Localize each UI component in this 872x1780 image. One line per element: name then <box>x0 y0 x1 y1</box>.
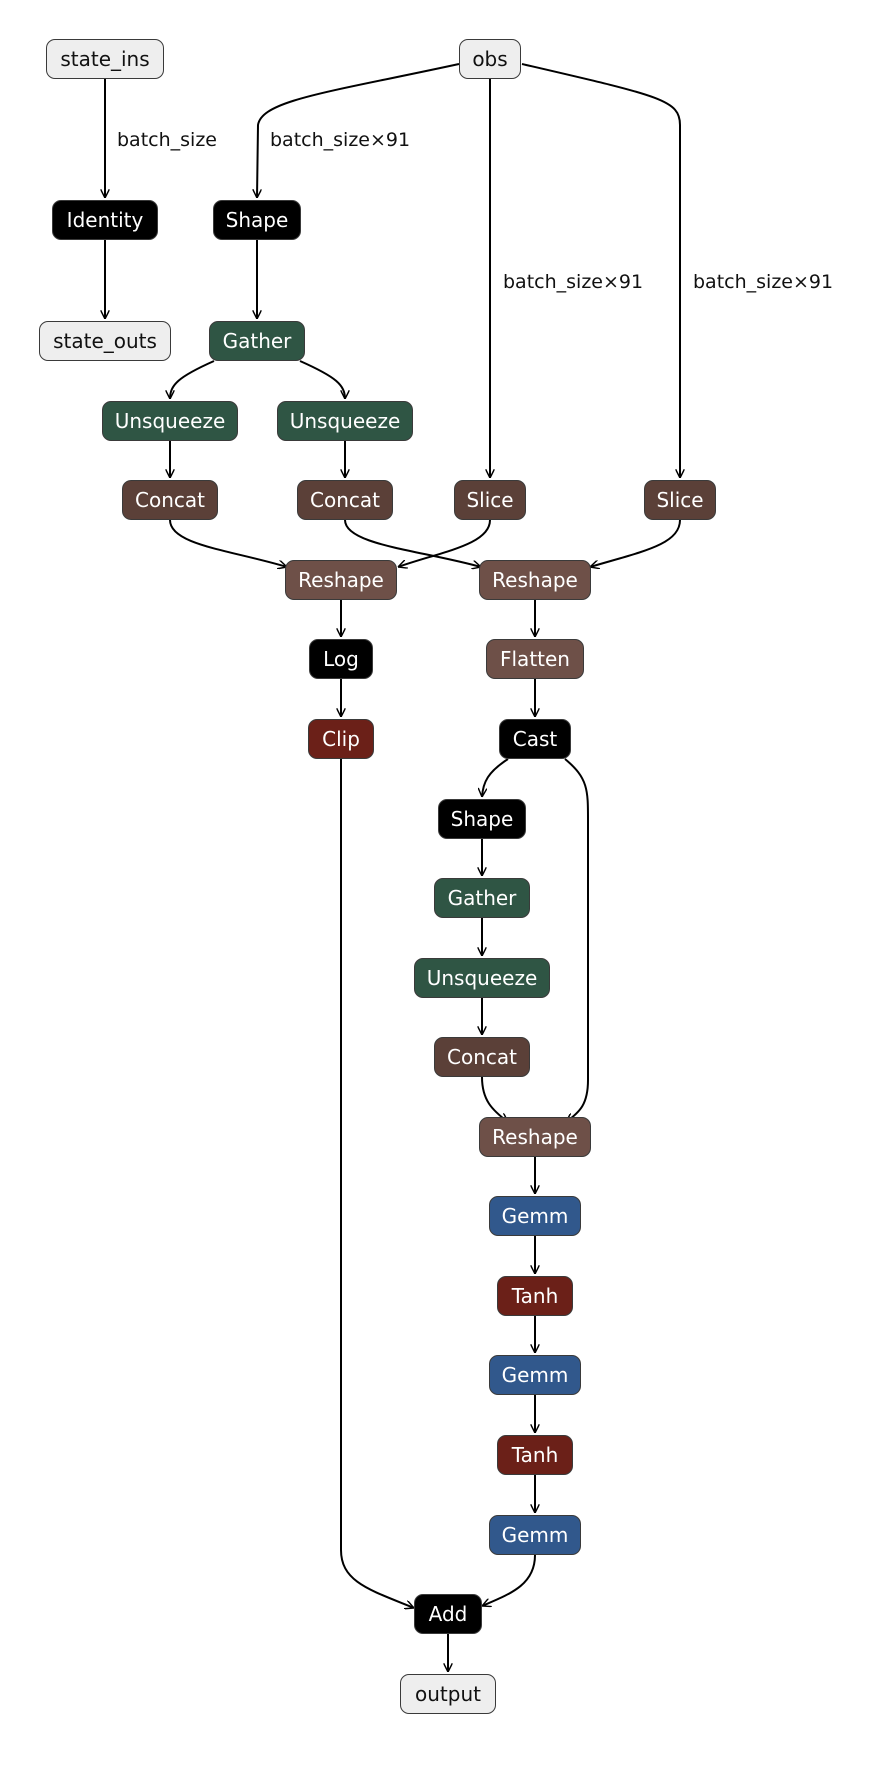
edge-cast-to-shape2 <box>482 758 509 797</box>
edge-slice2-to-reshape2 <box>590 519 681 567</box>
node-label: Identity <box>66 208 144 232</box>
node-label: Gemm <box>501 1363 569 1387</box>
node-state_ins: state_ins <box>46 39 164 79</box>
node-concat2: Concat <box>297 480 393 520</box>
node-label: Tanh <box>511 1443 559 1467</box>
node-unsq2: Unsqueeze <box>277 401 413 441</box>
node-tanh1: Tanh <box>497 1276 573 1316</box>
node-label: Log <box>323 647 359 671</box>
node-concat1: Concat <box>122 480 218 520</box>
node-shape1: Shape <box>213 200 301 240</box>
node-gather2: Gather <box>434 878 530 918</box>
node-label: Clip <box>322 727 360 751</box>
node-label: Unsqueeze <box>426 966 538 990</box>
node-label: Cast <box>512 727 558 751</box>
edge-label-state_ins-to-identity: batch_size <box>117 129 217 151</box>
node-label: Flatten <box>500 647 570 671</box>
node-gemm3: Gemm <box>489 1515 581 1555</box>
node-label: Concat <box>135 488 205 512</box>
node-tanh2: Tanh <box>497 1435 573 1475</box>
node-add: Add <box>414 1594 482 1634</box>
node-label: state_ins <box>60 47 150 71</box>
node-label: Unsqueeze <box>289 409 401 433</box>
node-concat3: Concat <box>434 1037 530 1077</box>
node-obs: obs <box>459 39 521 79</box>
edge-slice1-to-reshape1 <box>398 519 491 567</box>
node-gemm2: Gemm <box>489 1355 581 1395</box>
node-slice1: Slice <box>454 480 526 520</box>
node-label: Slice <box>466 488 514 512</box>
node-label: Slice <box>656 488 704 512</box>
edge-label-obs-to-slice1: batch_size×91 <box>503 271 644 293</box>
edge-concat2-to-reshape2 <box>344 519 481 567</box>
edge-gather1-to-unsq1 <box>170 360 215 400</box>
edge-concat1-to-reshape1 <box>169 519 287 567</box>
node-flatten: Flatten <box>486 639 584 679</box>
node-label: output <box>415 1682 481 1706</box>
node-reshape1: Reshape <box>285 560 397 600</box>
edge-cast-to-reshape3 <box>564 758 589 1122</box>
edge-label-obs-to-slice2: batch_size×91 <box>693 271 834 293</box>
node-label: Add <box>428 1602 468 1626</box>
node-label: Concat <box>447 1045 517 1069</box>
node-label: state_outs <box>53 329 157 353</box>
node-label: Reshape <box>298 568 384 592</box>
node-label: Reshape <box>492 568 578 592</box>
node-label: Shape <box>225 208 289 232</box>
node-label: Reshape <box>492 1125 578 1149</box>
node-label: obs <box>472 47 508 71</box>
edge-obs-to-slice2 <box>521 63 680 478</box>
node-label: Concat <box>310 488 380 512</box>
node-label: Gather <box>222 329 292 353</box>
node-gemm1: Gemm <box>489 1196 581 1236</box>
node-identity: Identity <box>52 200 158 240</box>
node-unsq3: Unsqueeze <box>414 958 550 998</box>
node-unsq1: Unsqueeze <box>102 401 238 441</box>
node-slice2: Slice <box>644 480 716 520</box>
node-cast: Cast <box>499 719 571 759</box>
node-log: Log <box>309 639 373 679</box>
edge-obs-to-shape1 <box>257 63 460 198</box>
edge-gemm3-to-add <box>482 1554 536 1606</box>
node-gather1: Gather <box>209 321 305 361</box>
edge-clip-to-add <box>340 759 414 1608</box>
node-label: Shape <box>450 807 514 831</box>
node-reshape3: Reshape <box>479 1117 591 1157</box>
edge-label-obs-to-shape1: batch_size×91 <box>270 129 411 151</box>
node-state_outs: state_outs <box>39 321 171 361</box>
node-label: Gemm <box>501 1523 569 1547</box>
node-output: output <box>400 1674 496 1714</box>
edge-concat3-to-reshape3 <box>481 1076 508 1122</box>
node-label: Gemm <box>501 1204 569 1228</box>
node-reshape2: Reshape <box>479 560 591 600</box>
node-clip: Clip <box>308 719 374 759</box>
node-shape2: Shape <box>438 799 526 839</box>
node-label: Gather <box>447 886 517 910</box>
node-label: Unsqueeze <box>114 409 226 433</box>
edge-gather1-to-unsq2 <box>299 360 345 400</box>
node-label: Tanh <box>511 1284 559 1308</box>
